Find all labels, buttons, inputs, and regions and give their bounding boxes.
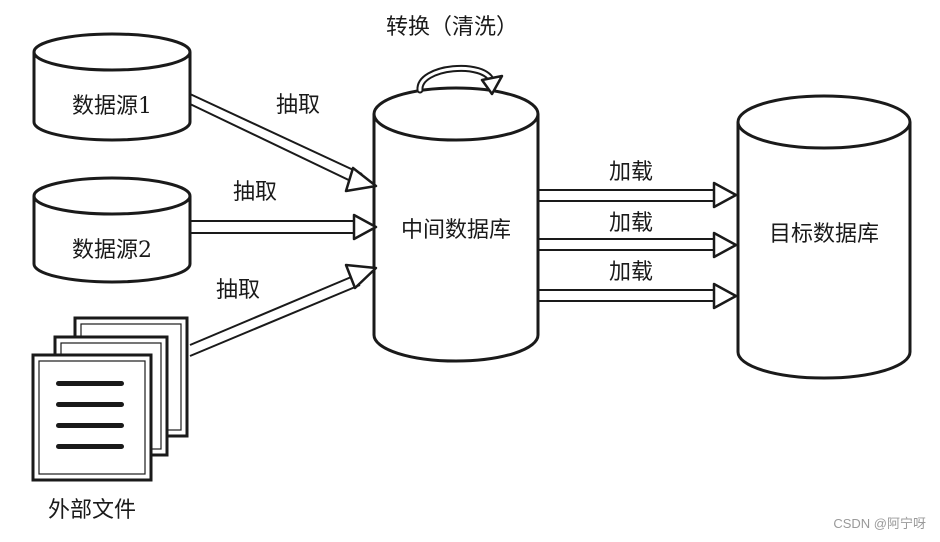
- staging-db: [372, 86, 540, 363]
- external-files-icon: [31, 316, 189, 482]
- transform-loop-arrow: [416, 64, 504, 96]
- extract-label-1: 抽取: [276, 93, 320, 118]
- target-db-label: 目标数据库: [769, 222, 879, 247]
- watermark: CSDN @阿宁呀: [833, 516, 926, 531]
- load-label-2: 加载: [609, 211, 653, 236]
- extract-arrow-3: [189, 263, 378, 357]
- load-label-3: 加载: [609, 260, 653, 285]
- load-arrow-3: [538, 282, 738, 310]
- source-db-2-label: 数据源2: [72, 238, 152, 263]
- source-db-1-label: 数据源1: [72, 94, 152, 119]
- extract-arrow-2: [190, 213, 378, 241]
- load-label-1: 加载: [609, 160, 653, 185]
- extract-arrow-1: [189, 93, 378, 193]
- extract-label-2: 抽取: [233, 180, 277, 205]
- load-arrow-2: [538, 231, 738, 259]
- source-db-1: [32, 32, 192, 142]
- load-arrow-1: [538, 181, 738, 209]
- source-db-2: [32, 176, 192, 284]
- external-files-label: 外部文件: [48, 498, 136, 523]
- target-db: [736, 94, 912, 380]
- extract-label-3: 抽取: [216, 278, 260, 303]
- transform-label: 转换（清洗）: [386, 15, 518, 40]
- staging-db-label: 中间数据库: [401, 218, 511, 243]
